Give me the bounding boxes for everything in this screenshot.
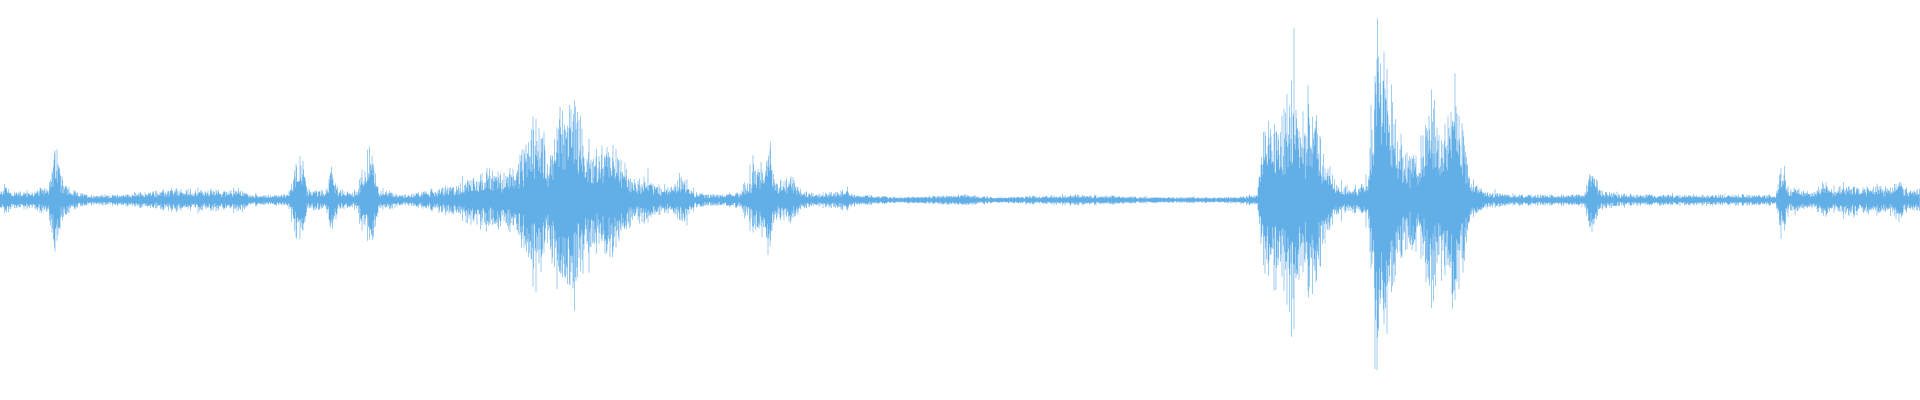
waveform-bars	[0, 18, 1920, 370]
waveform-trace	[0, 18, 1920, 370]
